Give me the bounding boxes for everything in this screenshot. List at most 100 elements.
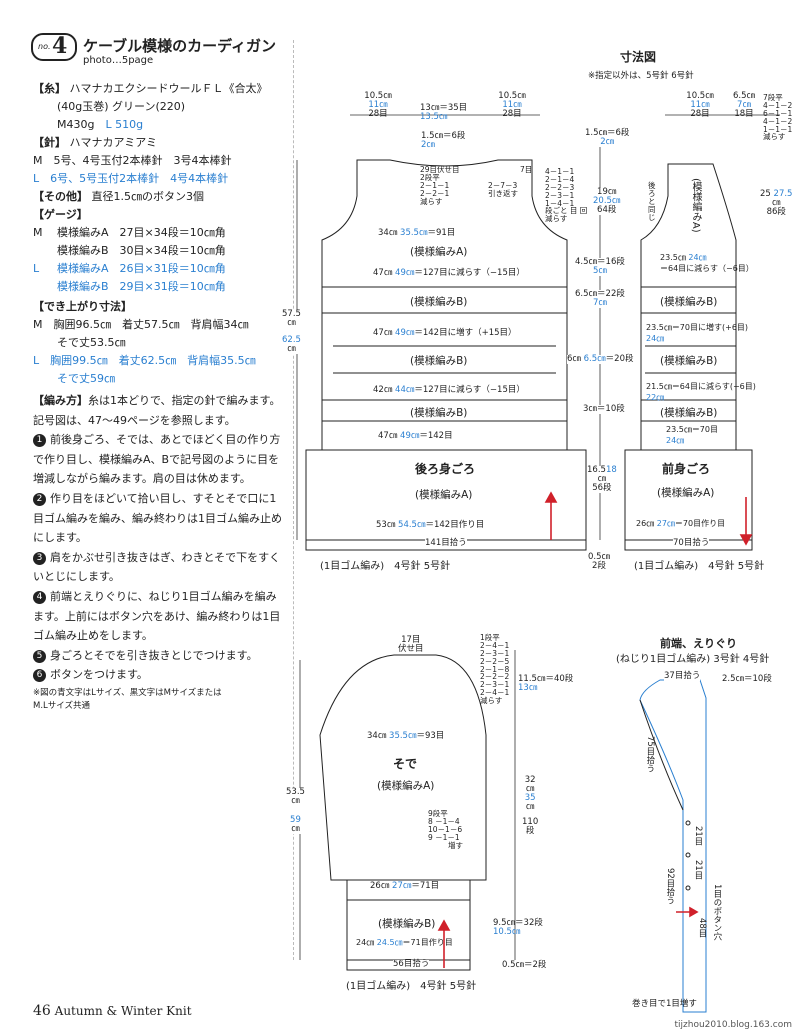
needle-label: 【針】 xyxy=(33,136,66,149)
back-body-label: 後ろ身ごろ xyxy=(415,462,476,476)
page-number: 46 xyxy=(33,1003,51,1019)
step-text: 前後身ごろ、そでは、あとでほどく目の作り方で作り目し、模様編みA、Bで記号図のよ… xyxy=(33,433,281,486)
front-body-label: 前身ごろ xyxy=(662,462,711,476)
back-rows-10: 3㎝＝10段 xyxy=(583,404,625,414)
finished-size-label: 【でき上がり寸法】 xyxy=(33,300,132,313)
sleeve-pattern-b: (模様編みB) xyxy=(378,918,436,930)
step-text: ボタンをつけます。 xyxy=(50,668,148,682)
buttonhole-marker xyxy=(685,885,691,891)
step-number: 4 xyxy=(33,590,46,604)
sleeve-cast-on-dim: 24㎝ 24.5㎝＝71目作り目 xyxy=(356,938,453,947)
step-text: 作り目をほどいて拾い目し、すそとそで口に1目ゴム編みを編み、編み終わりは1目ゴム… xyxy=(33,491,282,545)
back-body-outline xyxy=(305,159,587,541)
front-pattern-b-1: (模様編みB) xyxy=(660,296,718,308)
needle-size-m: M 5号、4号玉付2本棒針 3号4本棒針 xyxy=(33,154,232,167)
page-title: ケーブル模様のカーディガン xyxy=(83,37,277,55)
needle-brand: ハマナカアミアミ xyxy=(69,136,158,149)
finished-size-l: L 胸囲99.5㎝ 着丈62.5㎝ 背肩幅35.5㎝ xyxy=(33,354,256,367)
sleeve-cap-bindoff: 17目伏せ目 xyxy=(398,635,424,654)
step-text: 前端とえりぐりに、ねじり1目ゴム編みを編みます。上前にはボタン穴をあけ、編み終わ… xyxy=(33,589,281,643)
buttonhole-marker xyxy=(685,852,691,858)
sleeve-pickup-count: 56目拾う xyxy=(393,959,430,969)
gauge-size: L xyxy=(33,262,40,275)
finished-size-m: M 胸囲96.5㎝ 着丈57.5㎝ 背肩幅34㎝ xyxy=(33,318,249,331)
front-same-as-back: 後ろと同じ xyxy=(648,181,656,222)
band-title: 前端、えりぐり xyxy=(660,637,737,650)
back-pattern-a-upper: (模様編みA) xyxy=(410,246,468,258)
watermark: tijzhou2010.blog.163.com xyxy=(674,1020,793,1030)
buttonhole-marker xyxy=(685,820,691,826)
front-band-outline xyxy=(639,679,707,1013)
page-footer: 46 Autumn & Winter Knit xyxy=(33,1003,192,1019)
back-pickup-count: 141目拾う xyxy=(425,538,467,548)
instructions-column: no. 4 ケーブル模様のカーディガン photo…5page 【糸】 ハマナカ… xyxy=(0,0,290,1036)
front-pattern-b-2: (模様編みB) xyxy=(660,355,718,367)
front-width-23: 23.5㎝ 24㎝＝64目に減らす（−6目） xyxy=(660,253,754,273)
front-rib-label: (1目ゴム編み) 4号針 5号針 xyxy=(634,561,765,572)
sleeve-rib-height: 0.5㎝＝2段 xyxy=(502,960,547,970)
badge-number: 4 xyxy=(52,33,68,59)
front-pattern-a-lower: (模様編みA) xyxy=(657,487,715,499)
yarn-amount-l: L 510g xyxy=(105,118,144,131)
color-note-line1: ※図の青文字はLサイズ、黒文字はMサイズまたは xyxy=(33,687,222,698)
front-width-235: 23.5㎝＝70目に増す(+6目)24㎝ xyxy=(646,323,749,343)
step-number: 2 xyxy=(33,492,46,506)
column-divider xyxy=(293,40,294,960)
gauge-pattern: 模様編みA xyxy=(57,226,109,239)
step-number: 1 xyxy=(33,434,46,448)
step-text: 肩をかぶせ引き抜きはぎ、わきとそで下をすくいとじにします。 xyxy=(33,550,281,584)
band-subtitle: (ねじり1目ゴム編み) 3号針 4号針 xyxy=(616,654,770,665)
collar-height: 2.5㎝＝10段 xyxy=(722,674,772,684)
back-width-34: 34㎝ 35.5㎝＝91目 xyxy=(378,228,456,238)
gauge-pattern: 模様編みB xyxy=(57,280,109,293)
front-body-outline xyxy=(624,163,753,541)
gauge-pattern: 模様編みB xyxy=(57,244,109,257)
back-width-47a: 47㎝ 49㎝＝127目に減らす（−15目） xyxy=(373,268,525,278)
front-width-215: 21.5㎝＝64目に減らす(−6目)22㎝ xyxy=(646,382,756,402)
instructions-label: 【編み方】 xyxy=(33,394,88,407)
badge-prefix: no. xyxy=(38,42,51,51)
pattern-number-badge: no. 4 xyxy=(31,33,77,61)
instructions-text: 【編み方】糸は1本どりで、指定の針で編みます。記号図は、47～49ページを参照し… xyxy=(33,391,286,713)
front-pattern-a-upper: (模様編みA) xyxy=(690,178,701,233)
band-gap-21a: 21目 xyxy=(692,826,703,846)
back-width-42: 42㎝ 44㎝＝127目に減らす（−15目） xyxy=(373,385,525,395)
step-number: 3 xyxy=(33,551,46,565)
other-text: 直径1.5㎝のボタン3個 xyxy=(91,190,205,203)
band-pickup-92: 92目拾う xyxy=(664,868,675,905)
back-pattern-b-1: (模様編みB) xyxy=(410,296,468,308)
diagram-note: ※指定以外は、5号針 6号針 xyxy=(588,71,694,81)
gauge-size: M xyxy=(33,226,43,239)
needle-size-l: L 6号、5号玉付2本棒針 4号4本棒針 xyxy=(33,172,229,185)
instructions-intro-text: 糸は1本どりで、指定の針で編みます。記号図は、47～49ページを参照します。 xyxy=(33,394,281,427)
sleeve-rib-label: (1目ゴム編み) 4号針 5号針 xyxy=(346,981,477,992)
sleeve-label: そで xyxy=(393,757,418,771)
